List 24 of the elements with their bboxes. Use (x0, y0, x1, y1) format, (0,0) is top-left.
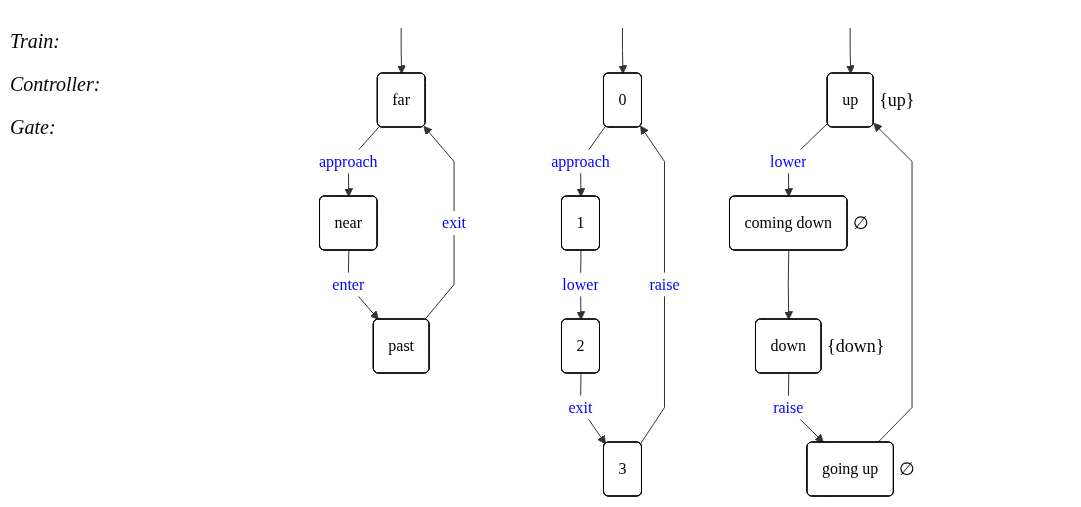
edge-label: exit (568, 398, 593, 415)
automaton-name: Controller: (10, 73, 102, 96)
state-annotation: {down} (827, 335, 885, 356)
automaton-name: Gate: (10, 116, 57, 139)
edge-label: approach (318, 152, 378, 169)
arrow (639, 125, 665, 444)
arrow (873, 122, 913, 443)
edge-label: lower (562, 275, 599, 292)
edge-label: enter (332, 275, 365, 292)
arrow (618, 27, 628, 74)
arrow (846, 27, 855, 74)
edge-label: exit (442, 213, 467, 231)
state-annotation: ∅ (853, 212, 870, 233)
arrow (397, 27, 406, 74)
edge-label: approach (551, 152, 610, 169)
edge-label: raise (649, 275, 680, 292)
state-annotation: {up} (879, 89, 915, 110)
arrow (580, 372, 606, 444)
automaton-name: Train: (10, 30, 62, 53)
arrow (423, 125, 455, 320)
edge-label: lower (770, 152, 807, 169)
state-annotation: ∅ (899, 458, 916, 479)
arrow (784, 249, 794, 320)
edge-label: raise (773, 398, 804, 415)
